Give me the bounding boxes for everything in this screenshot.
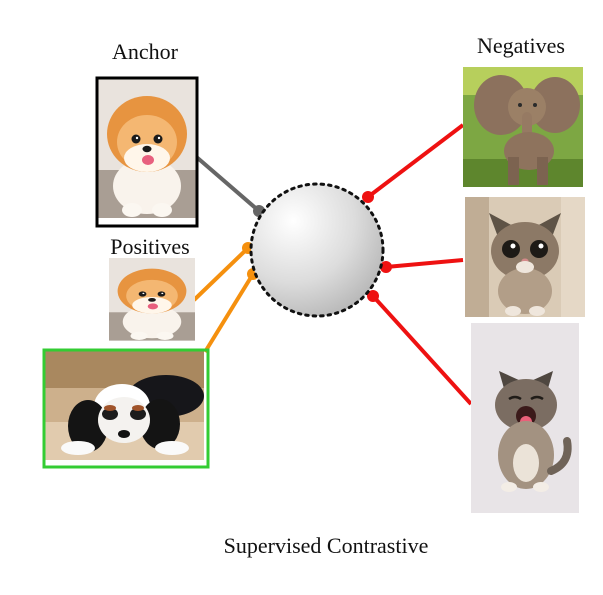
negative-image-3 — [471, 323, 579, 513]
negative-3-connector-line — [373, 296, 471, 404]
anchor-connector-line — [193, 154, 259, 211]
negative-1-connector-line — [368, 125, 463, 197]
positives-label: Positives — [110, 234, 189, 259]
anchor-label: Anchor — [112, 39, 179, 64]
diagram-caption: Supervised Contrastive — [224, 533, 429, 558]
positive-image-1 — [109, 258, 195, 341]
negative-1-connector-dot — [362, 191, 374, 203]
negative-image-2 — [465, 197, 585, 317]
negative-2-connector-line — [386, 260, 463, 267]
anchor-connector — [193, 154, 265, 217]
positive-connectors — [194, 242, 259, 352]
negatives-label: Negatives — [477, 33, 565, 58]
anchor-image — [97, 78, 197, 226]
positive-2-connector-line — [205, 274, 253, 352]
negative-image-1 — [463, 67, 583, 187]
positive-image-2 — [44, 350, 208, 467]
embedding-sphere — [251, 184, 383, 316]
